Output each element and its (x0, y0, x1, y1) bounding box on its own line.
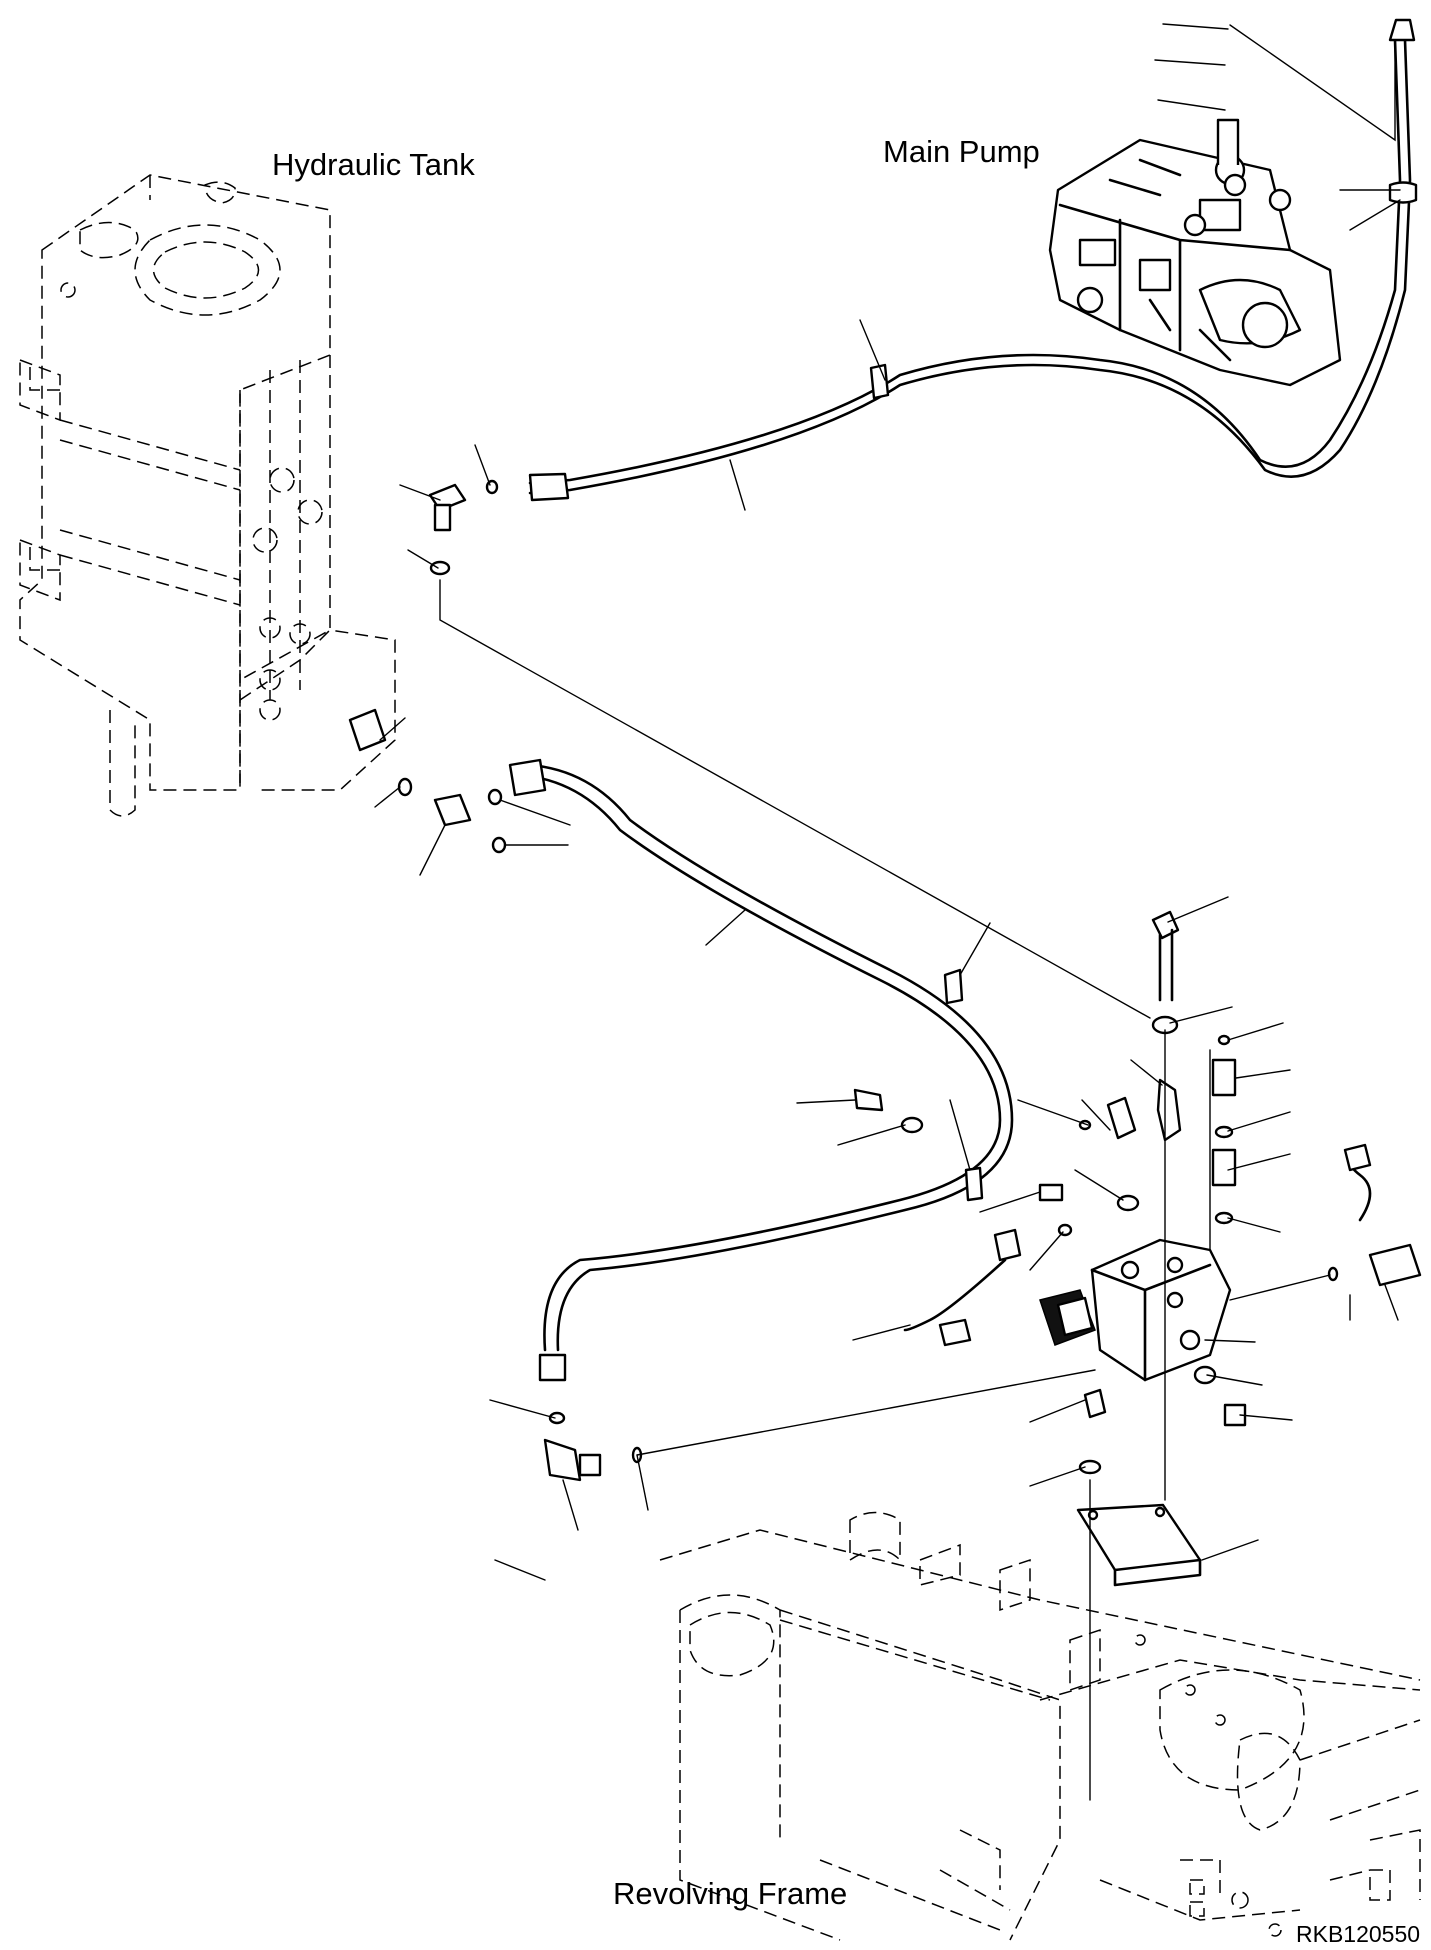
figure-code-label: RKB120550 (1296, 1921, 1420, 1947)
valve-block-assembly (543, 910, 1422, 1587)
hydraulic-tank-drawing (19, 174, 396, 817)
leader-lines (374, 23, 1401, 1581)
main-pump-label: Main Pump (883, 134, 1040, 169)
upper-hose (528, 18, 1418, 502)
tank-fittings (348, 479, 507, 854)
revolving-frame-label: Revolving Frame (613, 1876, 847, 1911)
main-pump-drawing (1048, 118, 1342, 387)
center-lines (439, 24, 1396, 1801)
revolving-frame-drawing (659, 1511, 1421, 1941)
lower-hose (508, 758, 1014, 1382)
hydraulic-tank-label: Hydraulic Tank (272, 147, 475, 182)
